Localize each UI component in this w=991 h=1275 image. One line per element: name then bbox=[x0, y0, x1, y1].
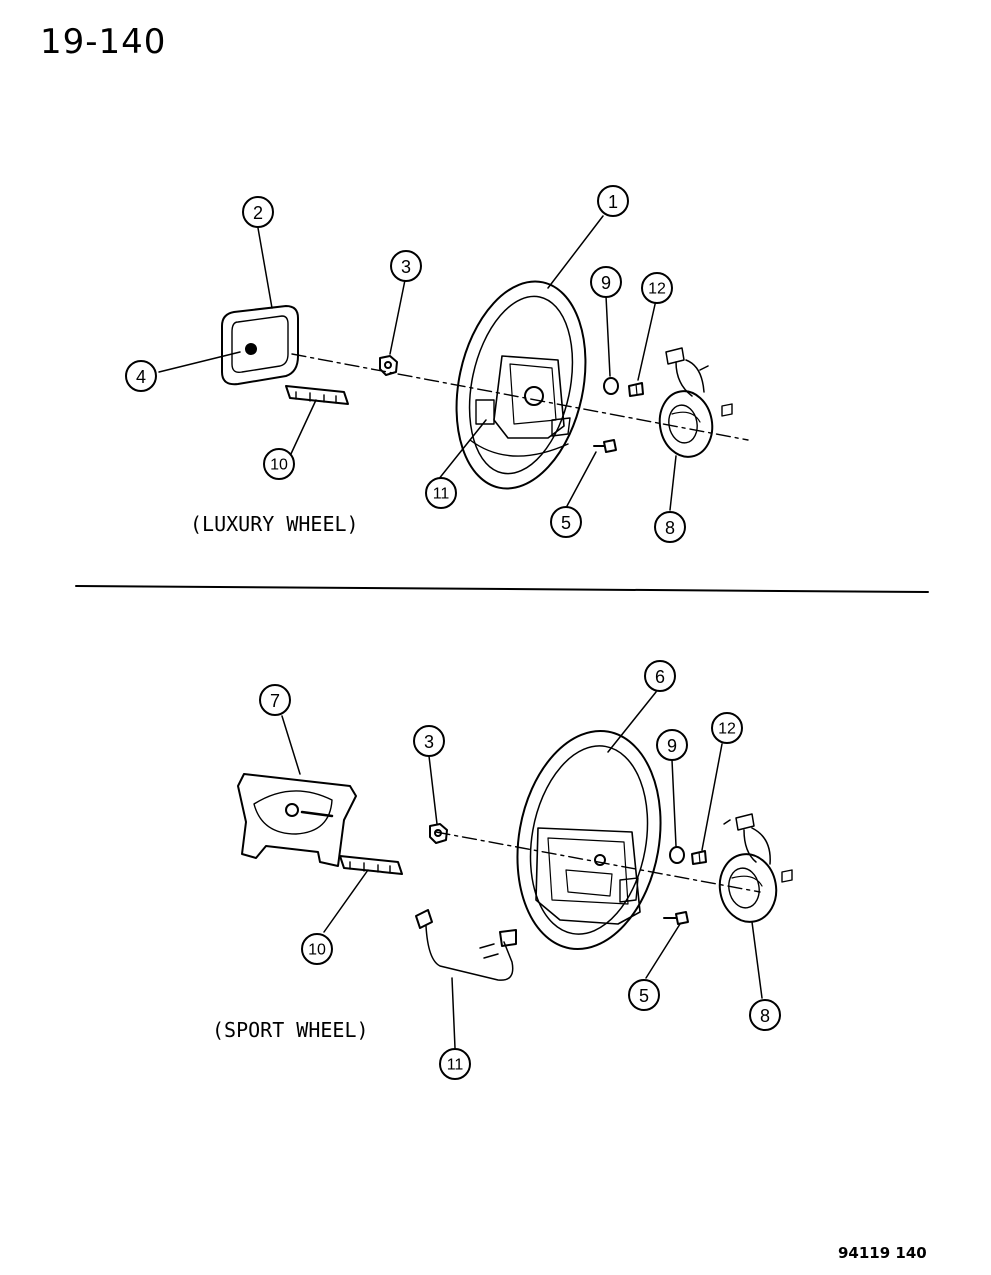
sport-speed-control-switch bbox=[339, 855, 403, 875]
callout-label: 7 bbox=[270, 691, 280, 711]
sport-retaining-bolt bbox=[691, 850, 707, 865]
sport-clockspring bbox=[718, 813, 793, 923]
sport-wire-harness bbox=[415, 909, 517, 981]
callout-label: 10 bbox=[270, 457, 288, 474]
section-divider bbox=[75, 585, 929, 593]
luxury-emblem bbox=[245, 343, 257, 355]
luxury-clockspring bbox=[658, 347, 733, 458]
callout-11-bottom bbox=[439, 1048, 471, 1080]
callout-label: 12 bbox=[718, 721, 736, 738]
callout-label: 1 bbox=[608, 192, 618, 212]
callout-4-top bbox=[125, 360, 157, 392]
luxury-steering-wheel-nut bbox=[379, 355, 398, 376]
callout-9-bottom bbox=[656, 729, 688, 761]
luxury-steering-wheel bbox=[455, 280, 587, 490]
callout-label: 6 bbox=[655, 667, 665, 687]
callout-label: 11 bbox=[447, 1057, 464, 1074]
luxury-screw bbox=[593, 439, 617, 453]
callout-9-top bbox=[590, 266, 622, 298]
callout-label: 8 bbox=[760, 1006, 770, 1026]
callout-3-bottom bbox=[413, 725, 445, 757]
sport-steering-wheel bbox=[516, 729, 662, 951]
callout-5-bottom bbox=[628, 979, 660, 1011]
sport-airbag-module bbox=[237, 773, 357, 867]
luxury-assembly-axis bbox=[291, 353, 749, 441]
callout-label: 9 bbox=[601, 273, 611, 293]
callout-label: 5 bbox=[561, 513, 571, 533]
callout-10-top bbox=[263, 448, 295, 480]
luxury-retaining-bolt bbox=[628, 382, 644, 397]
callout-11-top bbox=[425, 477, 457, 509]
callout-label: 10 bbox=[308, 942, 326, 959]
callout-label: 11 bbox=[433, 486, 450, 503]
luxury-wheel-caption: (LUXURY WHEEL) bbox=[190, 512, 359, 536]
luxury-airbag-module bbox=[221, 305, 299, 386]
callout-6-bottom bbox=[644, 660, 676, 692]
luxury-speed-control-switch bbox=[285, 385, 349, 405]
callout-1-top bbox=[597, 185, 629, 217]
sport-assembly-axis bbox=[435, 831, 761, 893]
callout-label: 4 bbox=[136, 367, 146, 387]
callout-7-bottom bbox=[259, 684, 291, 716]
callout-label: 3 bbox=[401, 257, 411, 277]
luxury-washer bbox=[603, 377, 619, 395]
callout-10-bottom bbox=[301, 933, 333, 965]
sport-washer bbox=[669, 846, 685, 864]
callout-8-top bbox=[654, 511, 686, 543]
figure-code: 94119 140 bbox=[838, 1244, 927, 1262]
callout-label: 3 bbox=[424, 732, 434, 752]
callout-8-bottom bbox=[749, 999, 781, 1031]
callout-12-top bbox=[641, 272, 673, 304]
callout-3-top bbox=[390, 250, 422, 282]
callout-label: 9 bbox=[667, 736, 677, 756]
callout-12-bottom bbox=[711, 712, 743, 744]
sport-steering-wheel-nut bbox=[429, 823, 448, 844]
callout-label: 8 bbox=[665, 518, 675, 538]
callout-5-top bbox=[550, 506, 582, 538]
sport-wheel-caption: (SPORT WHEEL) bbox=[212, 1018, 369, 1042]
page-number: 19-140 bbox=[40, 22, 167, 62]
callout-label: 5 bbox=[639, 986, 649, 1006]
callout-label: 2 bbox=[253, 203, 263, 223]
callout-label: 12 bbox=[648, 281, 666, 298]
callout-2-top bbox=[242, 196, 274, 228]
sport-emblem bbox=[285, 803, 299, 817]
sport-screw bbox=[663, 911, 689, 925]
